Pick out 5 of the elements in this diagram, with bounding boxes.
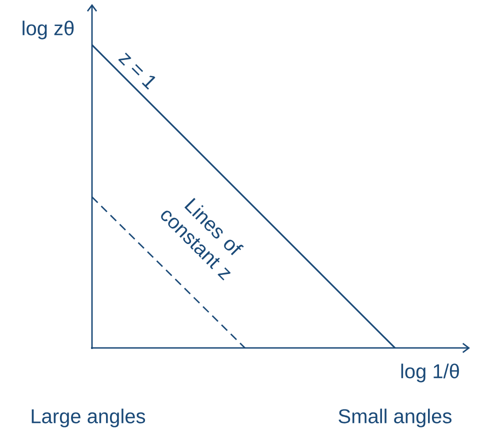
axis-end-label: Large angles: [32, 408, 146, 428]
axis-label: log 1/θ: [401, 364, 459, 382]
axis-label: log zθ: [22, 20, 74, 40]
axis-end-label: Small angles: [338, 408, 452, 428]
line-label: z = 1: [118, 52, 156, 90]
